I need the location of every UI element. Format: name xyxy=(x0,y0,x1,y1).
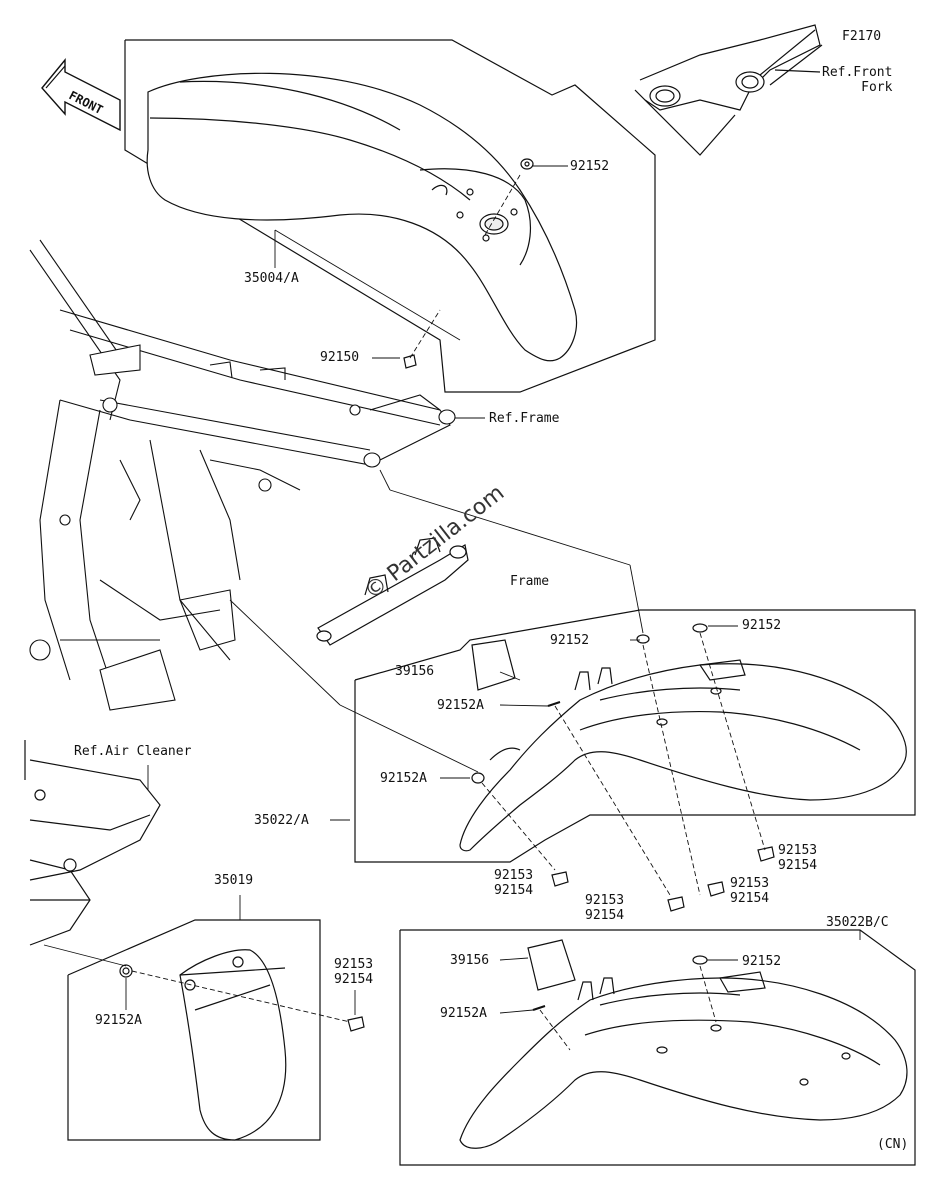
ref-frame-label: Ref.Frame xyxy=(489,411,560,426)
part-39156-b[interactable]: 39156 xyxy=(450,953,490,968)
flap-35019 xyxy=(179,949,287,1141)
bolt-pair-5-a: 92153 xyxy=(334,957,374,972)
part-35019[interactable]: 35019 xyxy=(214,873,254,888)
rear-fender-bc-callout-box xyxy=(399,929,916,1166)
part-92152-rear-3[interactable]: 92152 xyxy=(742,954,782,969)
bolt-pair-2-a: 92153 xyxy=(494,868,534,883)
part-92152-front[interactable]: 92152 xyxy=(570,159,610,174)
leader-lines xyxy=(43,165,861,1051)
front-fork-bracket xyxy=(634,24,823,156)
part-35022bc[interactable]: 35022B/C xyxy=(826,915,889,930)
sticker-39156-b xyxy=(527,939,576,991)
part-35004a[interactable]: 35004/A xyxy=(244,271,299,286)
part-35022a[interactable]: 35022/A xyxy=(254,813,309,828)
hardware xyxy=(119,158,775,1032)
bolt-pair-3[interactable]: 92153 92154 xyxy=(730,876,769,906)
ref-front-fork-line1: Ref.Front xyxy=(822,65,893,80)
bolt-pair-4-b: 92154 xyxy=(585,908,625,923)
bolt-pair-3-b: 92154 xyxy=(730,891,770,906)
part-92152a-1[interactable]: 92152A xyxy=(437,698,484,713)
part-92152-rear-1[interactable]: 92152 xyxy=(550,633,590,648)
frame xyxy=(29,239,456,711)
part-92152a-4[interactable]: 92152A xyxy=(440,1006,487,1021)
bolt-pair-2-b: 92154 xyxy=(494,883,534,898)
part-92152-rear-2[interactable]: 92152 xyxy=(742,618,782,633)
rear-fender-bc xyxy=(459,971,908,1149)
air-cleaner-housing xyxy=(24,740,161,946)
bolt-pair-4[interactable]: 92153 92154 xyxy=(585,893,624,923)
flap-callout-box xyxy=(67,919,321,1141)
ref-front-fork-label: Ref.Front Fork xyxy=(822,65,892,95)
rear-fender-a-callout-box xyxy=(354,609,916,863)
part-92150[interactable]: 92150 xyxy=(320,350,360,365)
bolt-pair-5[interactable]: 92153 92154 xyxy=(334,957,373,987)
bolt-pair-1-a: 92153 xyxy=(778,843,818,858)
country-code: (CN) xyxy=(877,1137,909,1152)
bolt-pair-4-a: 92153 xyxy=(585,893,625,908)
front-fender xyxy=(146,72,578,362)
sticker-39156-a xyxy=(471,639,516,691)
frame-bracket-lower xyxy=(316,537,469,646)
bolt-pair-1[interactable]: 92153 92154 xyxy=(778,843,817,873)
ref-air-cleaner-label: Ref.Air Cleaner xyxy=(74,744,192,759)
bolt-pair-1-b: 92154 xyxy=(778,858,818,873)
bolt-pair-2[interactable]: 92153 92154 xyxy=(494,868,533,898)
bolt-pair-5-b: 92154 xyxy=(334,972,374,987)
ref-front-fork-line2: Fork xyxy=(861,80,893,95)
part-39156-a[interactable]: 39156 xyxy=(395,664,435,679)
part-92152a-3[interactable]: 92152A xyxy=(95,1013,142,1028)
rear-fender-a xyxy=(459,659,907,852)
bolt-pair-3-a: 92153 xyxy=(730,876,770,891)
front-fender-callout-box xyxy=(124,39,656,393)
part-92152a-2[interactable]: 92152A xyxy=(380,771,427,786)
ref-frame-lower-label: Frame xyxy=(510,574,550,589)
diagram-code: F2170 xyxy=(842,29,882,44)
front-direction-arrow: FRONT xyxy=(41,58,121,132)
